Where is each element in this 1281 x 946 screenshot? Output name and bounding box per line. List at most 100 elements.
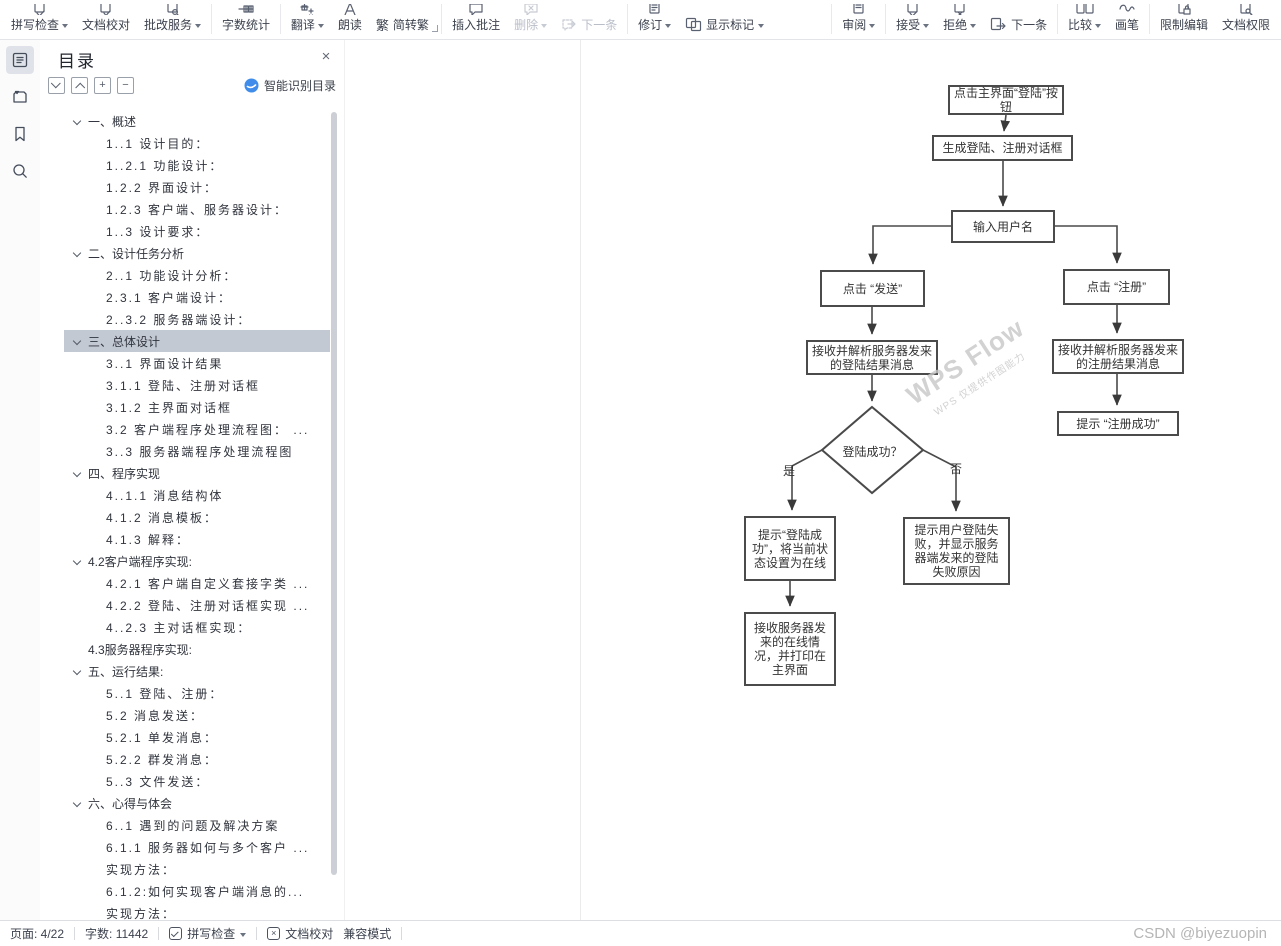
divider bbox=[627, 4, 629, 34]
reject-change-button[interactable]: 拒绝 bbox=[943, 4, 977, 39]
toc-item[interactable]: 六、心得与体会 bbox=[64, 792, 330, 814]
correction-service-button[interactable]: 批改服务 bbox=[144, 4, 202, 39]
toc-item[interactable]: 一、概述 bbox=[64, 110, 330, 132]
toc-collapse-arrow[interactable] bbox=[72, 336, 88, 346]
toc-collapse-arrow[interactable] bbox=[72, 116, 88, 126]
button-label: 简转繁 bbox=[392, 18, 429, 32]
document-canvas[interactable]: 点击主界面“登陆”按钮 生成登陆、注册对话框 输入用户名 点击 “发送” 点击 … bbox=[345, 40, 1281, 920]
toc-item[interactable]: 5.2.1 单发消息： bbox=[64, 726, 330, 748]
toc-item-label: 六、心得与体会 bbox=[88, 796, 173, 811]
track-changes-button[interactable]: 修订 bbox=[638, 4, 672, 39]
divider bbox=[401, 927, 403, 940]
doc-proofread-button[interactable]: 文档校对 bbox=[82, 4, 130, 39]
outline-scrollbar-thumb[interactable] bbox=[331, 112, 337, 875]
toc-item[interactable]: 4..2.3 主对话框实现： bbox=[64, 616, 330, 638]
toc-item[interactable]: 实现方法： bbox=[64, 902, 330, 921]
chapter-tab-button[interactable] bbox=[6, 83, 34, 111]
zoom-out-level-button[interactable]: − bbox=[117, 77, 134, 94]
spellcheck-toggle[interactable]: 拼写检查 bbox=[169, 925, 247, 942]
button-label: 插入批注 bbox=[452, 18, 501, 32]
toc-item-label: 1..3 设计要求： bbox=[106, 224, 210, 239]
toc-item[interactable]: 4..1.1 消息结构体 bbox=[64, 484, 330, 506]
close-icon[interactable]: × bbox=[321, 48, 331, 65]
toc-item-label: 4.1.2 消息模板： bbox=[106, 510, 219, 525]
next-change-button[interactable]: 下一条 bbox=[990, 17, 1047, 39]
page-edge-line bbox=[580, 40, 581, 920]
search-tab-button[interactable] bbox=[6, 157, 34, 185]
toc-item[interactable]: 4.2.2 登陆、注册对话框实现 ... bbox=[64, 594, 330, 616]
doc-permissions-button[interactable]: 文档权限 bbox=[1222, 4, 1270, 39]
toc-item[interactable]: 1..2.1 功能设计： bbox=[64, 154, 330, 176]
restrict-editing-button[interactable]: 限制编辑 bbox=[1160, 4, 1208, 39]
toc-item[interactable]: 3..1 界面设计结果 bbox=[64, 352, 330, 374]
toc-item[interactable]: 5..3 文件发送： bbox=[64, 770, 330, 792]
toc-item[interactable]: 6.1.2:如何实现客户端消息的... bbox=[64, 880, 330, 902]
toc-item[interactable]: 1.2.2 界面设计： bbox=[64, 176, 330, 198]
toc-item[interactable]: 4.2客户端程序实现: bbox=[64, 550, 330, 572]
review-doc-icon bbox=[848, 4, 870, 15]
outline-tab-button[interactable] bbox=[6, 46, 34, 74]
toc-collapse-arrow[interactable] bbox=[72, 468, 88, 478]
toc-item[interactable]: 3..3 服务器端程序处理流程图 bbox=[64, 440, 330, 462]
show-markup-button[interactable]: 显示标记 bbox=[685, 17, 765, 39]
proofread-toggle[interactable]: × 文档校对 bbox=[267, 925, 333, 942]
spellcheck-button[interactable]: 拼写检查 bbox=[11, 4, 69, 39]
toc-collapse-arrow[interactable] bbox=[72, 248, 88, 258]
spellcheck-icon bbox=[29, 4, 51, 15]
toc-item[interactable]: 五、运行结果: bbox=[64, 660, 330, 682]
accept-check-icon bbox=[902, 4, 924, 15]
proofread-status-icon: × bbox=[267, 927, 281, 940]
word-count-icon bbox=[235, 4, 257, 15]
accept-change-button[interactable]: 接受 bbox=[896, 4, 930, 39]
toc-item[interactable]: 3.2 客户端程序处理流程图： ... bbox=[64, 418, 330, 440]
compare-button[interactable]: 比较 bbox=[1068, 4, 1102, 39]
ink-pen-button[interactable]: 画笔 bbox=[1115, 4, 1139, 39]
toc-item[interactable]: 实现方法： bbox=[64, 858, 330, 880]
toc-item[interactable]: 5.2.2 群发消息： bbox=[64, 748, 330, 770]
chapter-icon bbox=[13, 90, 27, 103]
toc-collapse-arrow[interactable] bbox=[72, 798, 88, 808]
toc-item[interactable]: 4.1.2 消息模板： bbox=[64, 506, 330, 528]
toc-item-label: 2..1 功能设计分析： bbox=[106, 268, 238, 283]
toc-item[interactable]: 4.3服务器程序实现: bbox=[64, 638, 330, 660]
toc-item[interactable]: 5..1 登陆、注册： bbox=[64, 682, 330, 704]
smart-recognize-button[interactable]: 智能识别目录 bbox=[244, 77, 336, 94]
page-indicator[interactable]: 页面: 4/22 bbox=[10, 927, 65, 941]
collapse-all-button[interactable] bbox=[71, 77, 88, 94]
zoom-in-level-button[interactable]: + bbox=[94, 77, 111, 94]
toc-item[interactable]: 1..1 设计目的： bbox=[64, 132, 330, 154]
toc-item[interactable]: 3.1.2 主界面对话框 bbox=[64, 396, 330, 418]
expand-all-button[interactable] bbox=[48, 77, 65, 94]
toc-item[interactable]: 二、设计任务分析 bbox=[64, 242, 330, 264]
toc-collapse-arrow[interactable] bbox=[72, 666, 88, 676]
toc-item[interactable]: 4.1.3 解释： bbox=[64, 528, 330, 550]
toc-item[interactable]: 6..1 遇到的问题及解决方案 bbox=[64, 814, 330, 836]
toc-item[interactable]: 1.2.3 客户端、服务器设计： bbox=[64, 198, 330, 220]
read-aloud-button[interactable]: 朗读 bbox=[338, 4, 362, 39]
word-count-button[interactable]: 字数统计 bbox=[222, 4, 270, 39]
word-count[interactable]: 字数: 11442 bbox=[85, 927, 149, 941]
insert-comment-button[interactable]: 插入批注 bbox=[452, 4, 500, 39]
next-page-icon bbox=[991, 17, 1006, 31]
toc-item[interactable]: 2..3.2 服务器端设计： bbox=[64, 308, 330, 330]
toc-item[interactable]: 4.2.1 客户端自定义套接字类 ... bbox=[64, 572, 330, 594]
toc-collapse-arrow[interactable] bbox=[72, 556, 88, 566]
toc-item[interactable]: 三、总体设计 bbox=[64, 330, 330, 352]
toc-item[interactable]: 6.1.1 服务器如何与多个客户 ... bbox=[64, 836, 330, 858]
toc-item-label: 6.1.2:如何实现客户端消息的... bbox=[106, 884, 305, 899]
button-label: 批改服务 bbox=[144, 18, 193, 32]
search-icon bbox=[13, 164, 27, 178]
divider bbox=[74, 927, 76, 940]
toc-item[interactable]: 1..3 设计要求： bbox=[64, 220, 330, 242]
simplified-to-traditional-button[interactable]: 繁简转繁 bbox=[376, 18, 429, 39]
translate-button[interactable]: 翻译 bbox=[291, 4, 324, 39]
toc-item[interactable]: 四、程序实现 bbox=[64, 462, 330, 484]
toc-item[interactable]: 2..1 功能设计分析： bbox=[64, 264, 330, 286]
toc-item[interactable]: 5.2 消息发送： bbox=[64, 704, 330, 726]
review-button[interactable]: 审阅 bbox=[842, 4, 876, 39]
review-toolbar: 拼写检查 文档校对 批改服务 字数统计 翻译 朗读 繁简转繁 bbox=[0, 0, 1281, 40]
toc-item[interactable]: 3.1.1 登陆、注册对话框 bbox=[64, 374, 330, 396]
toc-item[interactable]: 2.3.1 客户端设计： bbox=[64, 286, 330, 308]
toc-item-label: 五、运行结果: bbox=[88, 664, 164, 679]
bookmark-tab-button[interactable] bbox=[6, 120, 34, 148]
